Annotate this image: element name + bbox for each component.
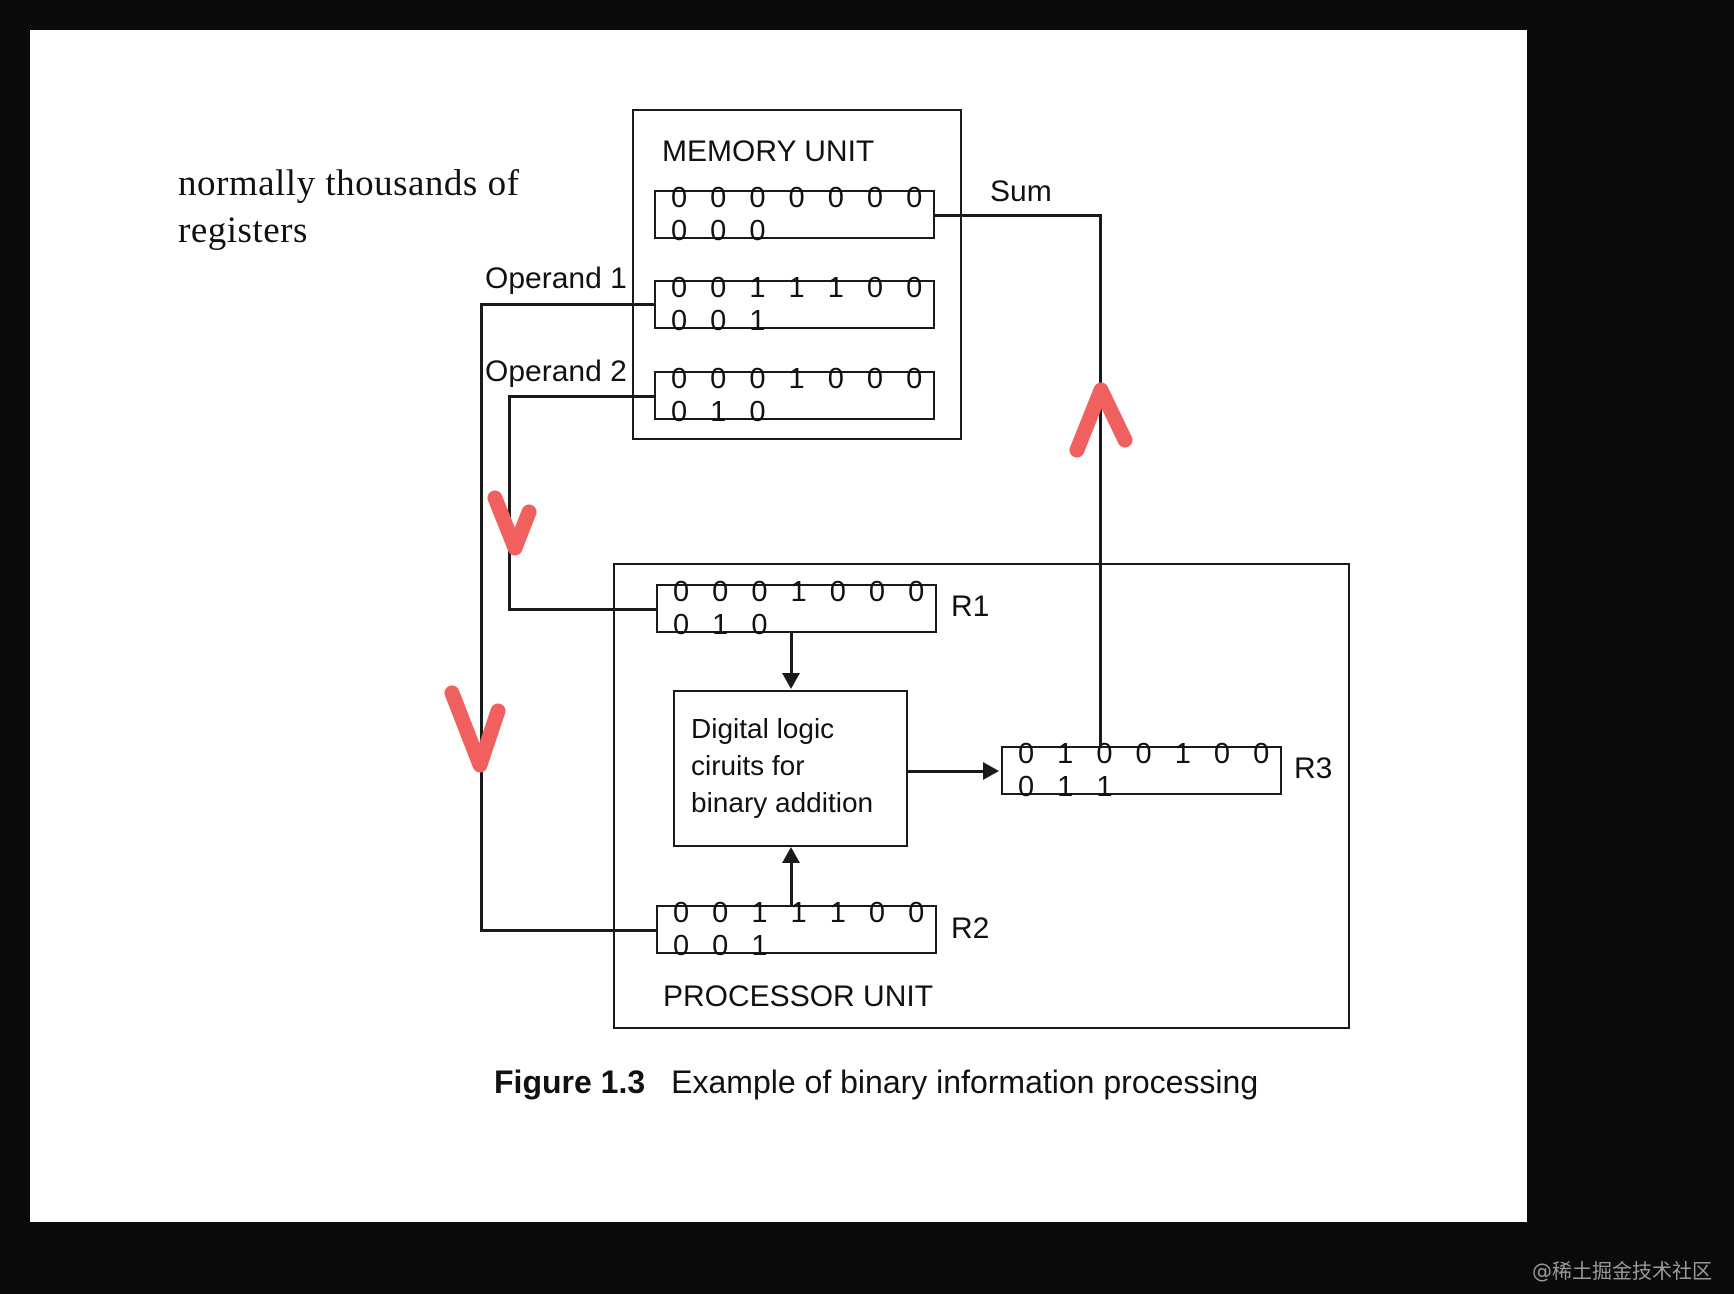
memory-register-1-value: 0 0 1 1 1 0 0 0 0 1 [671,271,930,337]
wire-operand1-bottom [480,929,658,932]
wire-operand2-top [508,395,656,398]
figure-caption-number: Figure 1.3 [494,1064,646,1100]
wire-operand1-top [480,303,656,306]
alu-line-3: binary addition [691,787,874,819]
figure-caption-text: Example of binary information processing [671,1064,1259,1100]
memory-register-2: 0 0 0 1 0 0 0 0 1 0 [654,363,935,428]
memory-unit-title: MEMORY UNIT [662,135,875,168]
memory-register-0: 0 0 0 0 0 0 0 0 0 0 [654,182,935,247]
processor-register-r1-label: R1 [951,590,990,623]
wire-sum-top [933,214,1101,217]
watermark: @稀土掘金技术社区 [1532,1259,1712,1283]
processor-register-r1: 0 0 0 1 0 0 0 0 1 0 [656,576,937,641]
slide-canvas: normally thousands of registers MEMORY U… [30,30,1527,1222]
wire-operand2-bottom [508,608,658,611]
arrowhead-alu-to-r3-icon [983,762,999,780]
wire-operand1-vertical [480,303,483,930]
wire-r2-to-alu [790,863,793,905]
processor-unit-title: PROCESSOR UNIT [663,980,934,1013]
red-annotation-caret-sum-icon [1065,378,1135,458]
wire-sum-vertical [1099,214,1102,748]
processor-register-r2-value: 0 0 1 1 1 0 0 0 0 1 [673,896,932,962]
processor-register-r1-value: 0 0 0 1 0 0 0 0 1 0 [673,575,932,641]
processor-unit-box [613,563,1350,1029]
wire-alu-to-r3 [908,770,984,773]
memory-register-1: 0 0 1 1 1 0 0 0 0 1 [654,272,935,337]
wire-operand2-vertical [508,395,511,609]
wire-label-operand2: Operand 2 [485,355,627,388]
processor-register-r3-value: 0 1 0 0 1 0 0 0 1 1 [1018,737,1277,803]
handwritten-note-line-2: registers [178,210,308,252]
alu-line-2: ciruits for [691,750,805,782]
handwritten-note-line-1: normally thousands of [178,163,520,204]
red-annotation-caret-operand2-icon [485,490,541,558]
wire-label-operand1: Operand 1 [485,262,627,295]
alu-line-1: Digital logic [691,713,835,744]
arrowhead-r2-to-alu-icon [782,847,800,863]
memory-unit-box [632,109,962,440]
processor-register-r3: 0 1 0 0 1 0 0 0 1 1 [1001,738,1282,803]
figure-caption: Figure 1.3 Example of binary information … [494,1064,1258,1101]
wire-r1-to-alu [790,633,793,675]
arrowhead-r1-to-alu-icon [782,673,800,689]
handwritten-note: normally thousands of registers [178,160,618,255]
wire-label-sum: Sum [990,175,1052,208]
alu-box: Digital logic ciruits for binary additio… [673,690,908,847]
memory-register-2-value: 0 0 0 1 0 0 0 0 1 0 [671,362,930,428]
memory-register-0-value: 0 0 0 0 0 0 0 0 0 0 [671,181,930,247]
processor-register-r2: 0 0 1 1 1 0 0 0 0 1 [656,897,937,962]
processor-register-r2-label: R2 [951,912,990,945]
processor-register-r3-label: R3 [1294,752,1333,785]
red-annotation-caret-operand1-icon [442,685,508,777]
